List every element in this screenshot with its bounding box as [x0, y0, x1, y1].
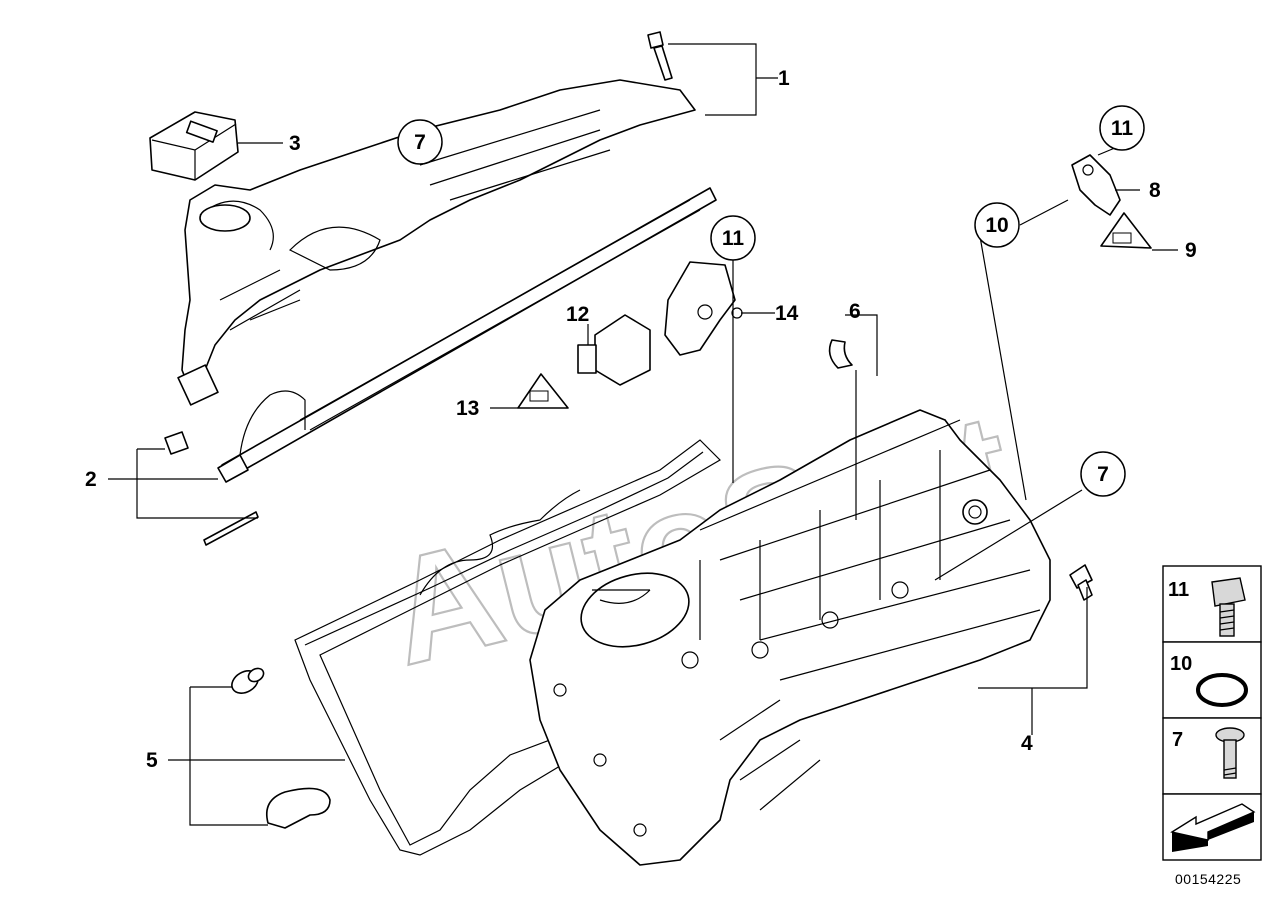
callout-3: 3 [289, 132, 301, 155]
legend-cell-screw [1162, 717, 1262, 795]
legend-label-7: 7 [1172, 729, 1183, 751]
callout-10: 10 [985, 214, 1008, 237]
callout-4: 4 [1021, 732, 1033, 755]
legend-label-10: 10 [1170, 653, 1192, 675]
callout-13: 13 [456, 397, 479, 420]
legend-panel: 11 10 7 [1162, 565, 1262, 861]
callout-circle-7b [1080, 451, 1126, 497]
callout-circle-11b [710, 215, 756, 261]
callout-5: 5 [146, 749, 158, 772]
cover-gasket-outline [294, 439, 721, 856]
callout-circle-10 [974, 202, 1020, 248]
callout-6: 6 [849, 300, 861, 323]
o-ring-icon [1196, 673, 1248, 707]
callout-7b: 7 [1097, 463, 1109, 486]
bracket-part-14 [664, 261, 743, 356]
screw-part-4 [1069, 564, 1093, 601]
screw-icon [1215, 727, 1245, 779]
callout-circle-11a [1099, 105, 1145, 151]
document-number: 00154225 [1175, 871, 1241, 887]
callout-7a: 7 [414, 131, 426, 154]
callouts: 1 3 2 5 4 12 13 14 6 8 9 7 11 11 10 7 [85, 67, 1197, 772]
callout-8: 8 [1149, 179, 1161, 202]
sensor-part-8 [1071, 154, 1121, 216]
callout-circle-7a [397, 119, 443, 165]
legend-cell-bolt [1162, 565, 1262, 643]
callout-12: 12 [566, 303, 589, 326]
plug-part-5 [231, 667, 331, 829]
legend-label-11: 11 [1168, 579, 1189, 601]
bolt-icon [1211, 577, 1246, 637]
callout-14: 14 [775, 302, 799, 325]
callout-2: 2 [85, 468, 97, 491]
cylinder-head-cover-lower [529, 409, 1051, 866]
oil-filler-cap [149, 111, 239, 181]
bolt-part-1 [647, 31, 673, 81]
callout-1: 1 [778, 67, 790, 90]
callout-11b: 11 [722, 227, 745, 250]
gasket-rail [217, 187, 717, 483]
seal-part-6 [828, 339, 853, 369]
callout-11a: 11 [1111, 117, 1134, 140]
warning-label-part-9 [1100, 212, 1152, 249]
gasket-piece-part-2 [164, 431, 259, 546]
warning-label-part-13 [517, 373, 569, 409]
direction-arrow-icon [1170, 803, 1256, 852]
sensor-part-12 [577, 314, 651, 386]
callout-9: 9 [1185, 239, 1197, 262]
